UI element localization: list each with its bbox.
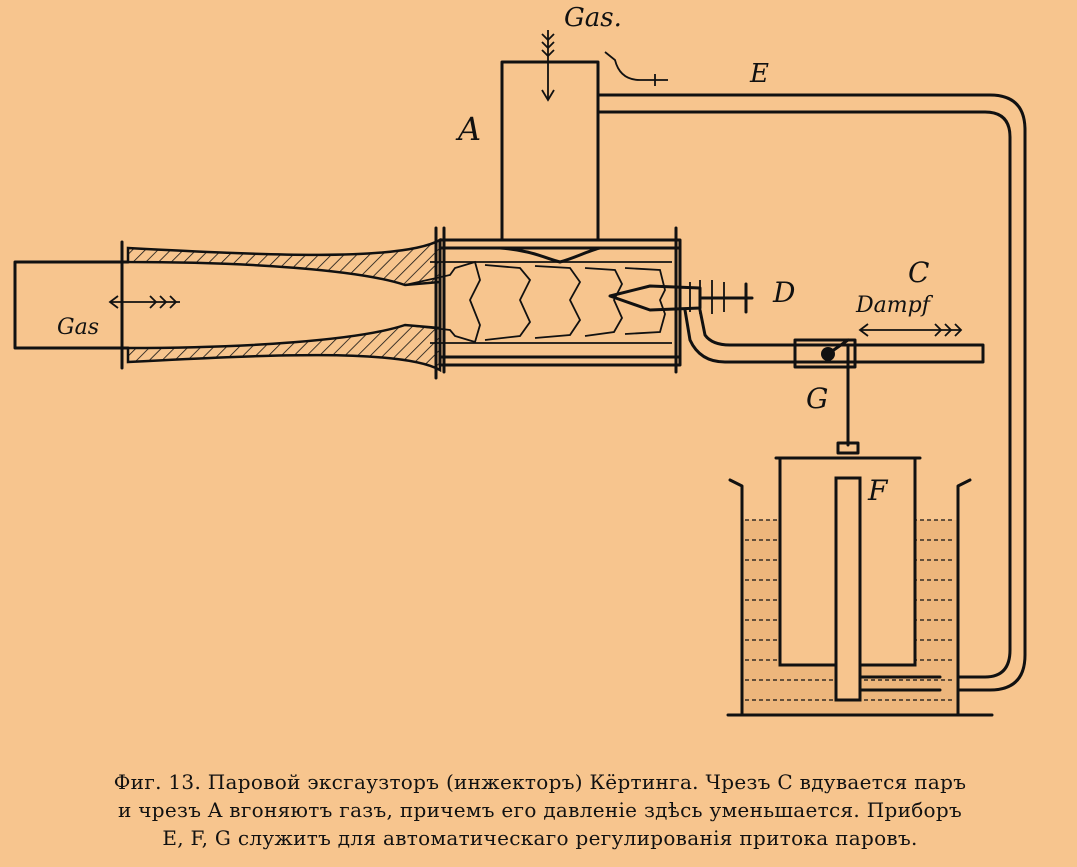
- caption-line-2: и чрезъ A вгоняютъ газъ, причемъ его дав…: [117, 798, 963, 822]
- nozzle-body: [120, 226, 442, 380]
- caption-line-3: E, F, G служитъ для автоматическаго регу…: [162, 826, 918, 850]
- gas-chamber-a: [500, 30, 600, 242]
- label-e: E: [749, 59, 769, 89]
- steam-pipe-c: [683, 308, 985, 369]
- label-g: G: [806, 382, 828, 415]
- gas-left-arrow: [108, 295, 180, 309]
- label-gas-left: Gas: [57, 315, 99, 340]
- pipe-e: [596, 51, 1027, 692]
- gas-inlet-pipe: [13, 260, 130, 350]
- label-gas-top: Gas.: [564, 3, 622, 33]
- label-d: D: [772, 276, 795, 309]
- injector-cones: [404, 260, 672, 344]
- label-dampf: Dampf: [855, 293, 934, 318]
- injector-diagram: Gas. Gas A E C Dampf D G F: [13, 3, 1027, 717]
- label-a: A: [455, 110, 481, 148]
- steam-nozzle-d: [608, 280, 754, 314]
- regulator-tank-f: [726, 456, 994, 717]
- caption-line-1: Фиг. 13. Паровой эксгаузторъ (инжекторъ)…: [113, 770, 967, 794]
- figure-caption: Фиг. 13. Паровой эксгаузторъ (инжекторъ)…: [30, 768, 1050, 852]
- injector-housing: [438, 226, 682, 374]
- label-f: F: [867, 474, 889, 507]
- linkage-g: [836, 343, 860, 455]
- label-c: C: [908, 256, 929, 289]
